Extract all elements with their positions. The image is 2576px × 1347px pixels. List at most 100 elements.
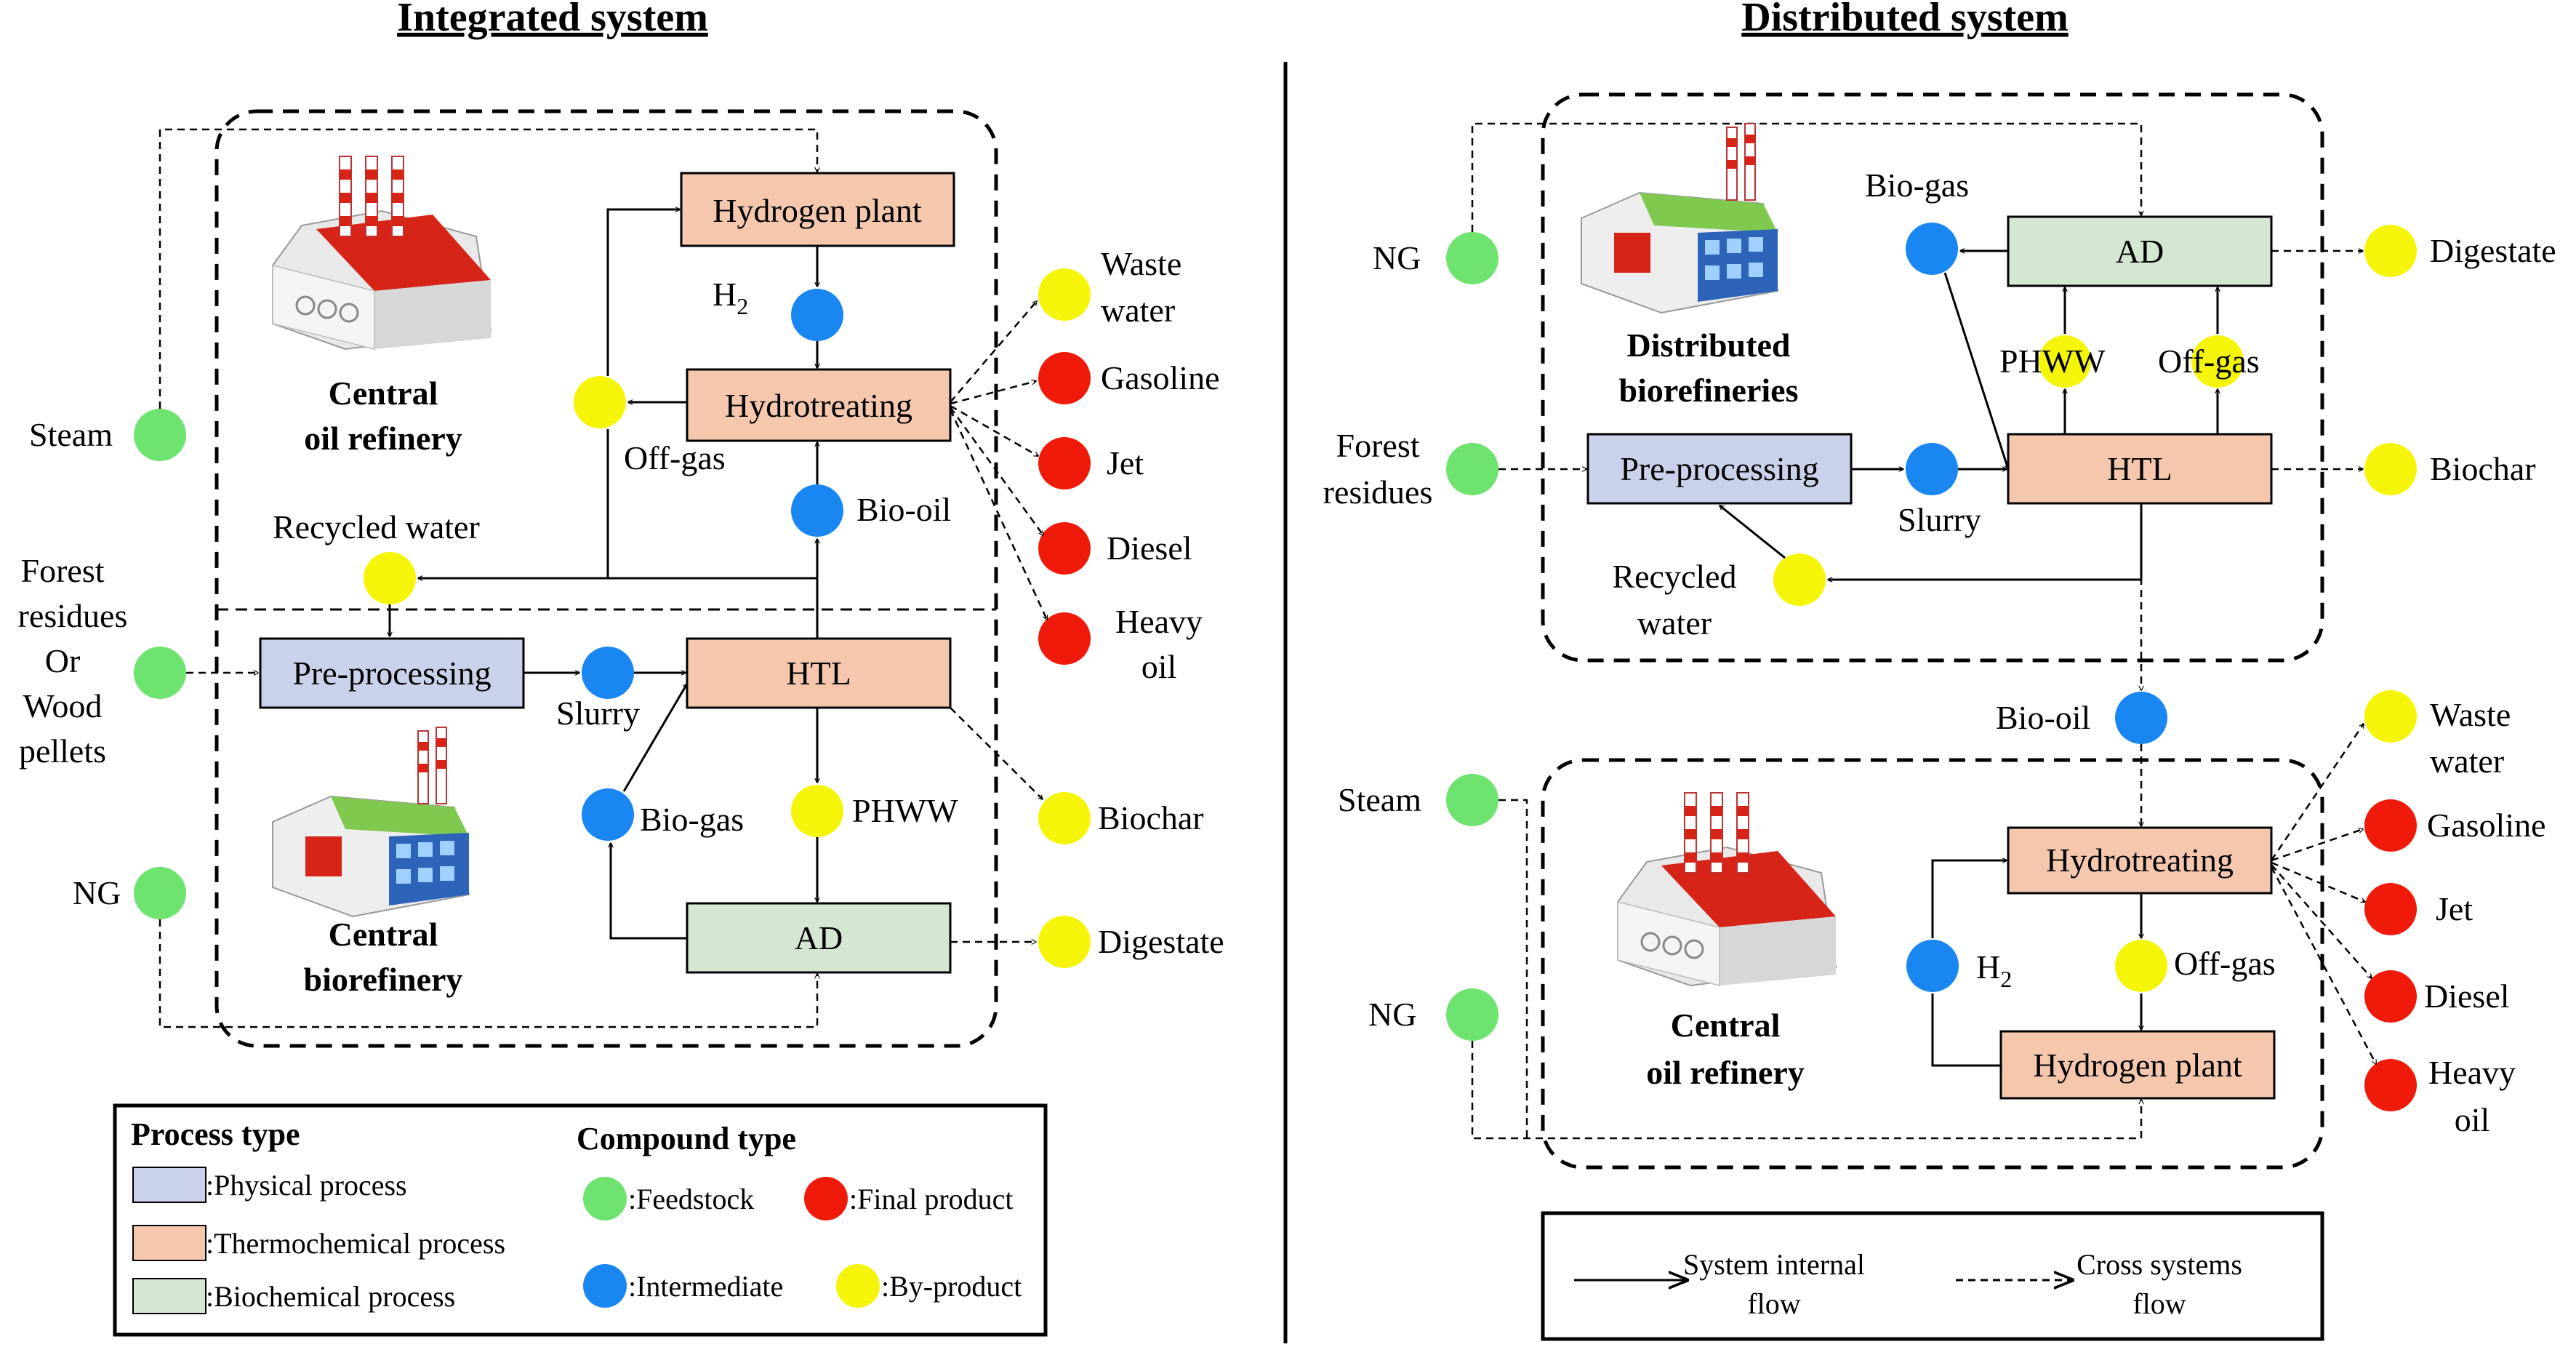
internal-flows-left — [390, 209, 817, 940]
label-bio-gas-right: Bio-gas — [1865, 167, 1969, 204]
legend-physical-swatch — [132, 1167, 206, 1203]
label-distributed-biorefineries: Distributed biorefineries — [1619, 327, 1799, 409]
box-hydrotreating-right: Hydrotreating — [2007, 826, 2273, 895]
recycled-water-circle-left — [364, 552, 416, 604]
diesel-circle-right — [2364, 970, 2417, 1023]
legend-thermochemical-swatch — [132, 1225, 206, 1261]
label-forest-residues-left: Forest residues Or Wood pellets — [18, 552, 128, 770]
forest-residues-circle-right — [1446, 443, 1498, 495]
svg-text:pellets: pellets — [19, 732, 106, 770]
svg-text:Waste: Waste — [2430, 696, 2511, 733]
phww-circle-left — [791, 785, 843, 837]
legend-final-product-swatch — [804, 1177, 848, 1220]
label-central-oil-refinery-right: Central oil refinery — [1646, 1007, 1805, 1091]
steam-circle-left — [134, 409, 186, 461]
integrated-boundary — [214, 109, 998, 1048]
box-hydrogen-plant-right: Hydrogen plant — [1999, 1030, 2276, 1100]
label-ng-left: NG — [73, 874, 121, 911]
label-central-oil-refinery-left: Central oil refinery — [304, 375, 462, 457]
label-bio-gas-left: Bio-gas — [640, 801, 744, 838]
waste-water-circle-right — [2364, 690, 2417, 743]
central-refinery-boundary — [1541, 758, 2324, 1170]
waste-water-circle-left — [1038, 268, 1091, 321]
integrated-system: Hydrogen plant Hydrotreating Pre-process… — [18, 109, 1224, 1048]
legend-biochemical-label: :Biochemical process — [206, 1280, 455, 1313]
svg-text:Or: Or — [45, 642, 81, 679]
label-gasoline-left: Gasoline — [1101, 359, 1220, 396]
title-integrated-system: Integrated system — [397, 0, 708, 40]
svg-text:Recycled: Recycled — [1612, 558, 1736, 595]
svg-text:Heavy: Heavy — [2428, 1054, 2516, 1091]
slurry-circle-left — [582, 647, 634, 699]
label-ng-top-right: NG — [1373, 239, 1421, 276]
digestate-circle-left — [1038, 916, 1091, 968]
box-label: AD — [2116, 233, 2164, 270]
label-jet-right: Jet — [2436, 890, 2473, 927]
svg-text:Central: Central — [1671, 1007, 1781, 1044]
legend: Process type :Physical process :Thermoch… — [113, 1103, 1048, 1337]
legend-internal-flow-label: System internal flow — [1683, 1248, 1865, 1320]
legend-physical-label: :Physical process — [206, 1169, 407, 1202]
svg-text:water: water — [1101, 292, 1175, 329]
box-ad-right: AD — [2007, 215, 2273, 287]
box-label: Hydrogen plant — [713, 192, 922, 229]
svg-text:Cross systems: Cross systems — [2077, 1248, 2242, 1281]
svg-text:Forest: Forest — [21, 552, 105, 589]
central-oil-refinery-icon-right — [1617, 792, 1837, 987]
label-diesel-left: Diesel — [1107, 529, 1192, 567]
label-waste-water-left: Waste water — [1101, 245, 1181, 329]
box-pre-processing-left: Pre-processing — [259, 637, 525, 709]
label-digestate-left: Digestate — [1098, 923, 1224, 960]
legend-intermediate-label: :Intermediate — [628, 1270, 783, 1303]
jet-circle-left — [1038, 437, 1091, 489]
forest-residues-circle-left — [134, 647, 186, 699]
label-off-gas-bottom-right: Off-gas — [2174, 945, 2276, 982]
svg-text:Heavy: Heavy — [1115, 603, 1203, 640]
label-recycled-water-left: Recycled water — [273, 508, 480, 545]
legend-feedstock-label: :Feedstock — [628, 1183, 754, 1215]
title-distributed-system: Distributed system — [1741, 0, 2069, 40]
svg-text:oil refinery: oil refinery — [1646, 1054, 1805, 1091]
svg-text:water: water — [2430, 743, 2504, 780]
heavy-oil-circle-left — [1038, 612, 1091, 665]
label-diesel-right: Diesel — [2424, 978, 2510, 1015]
svg-text:Distributed: Distributed — [1627, 327, 1791, 364]
legend-intermediate-swatch — [583, 1264, 627, 1308]
distributed-system: AD Pre-processing HTL Hydrotreating Hydr… — [1323, 92, 2556, 1170]
svg-text:flow: flow — [1747, 1287, 1800, 1320]
label-steam-right: Steam — [1338, 781, 1421, 818]
label-off-gas-left: Off-gas — [624, 439, 726, 476]
label-digestate-right: Digestate — [2430, 232, 2556, 269]
biochar-circle-right — [2364, 443, 2417, 495]
label-bio-oil-right: Bio-oil — [1996, 699, 2090, 736]
box-ad-left: AD — [686, 902, 952, 974]
phww-circle-right — [2039, 335, 2091, 388]
label-central-biorefinery-left: Central biorefinery — [304, 916, 463, 998]
flow-legend: System internal flow Cross systems flow — [1541, 1211, 2324, 1341]
cross-flows-right — [1471, 122, 2378, 1140]
legend-by-product-swatch — [836, 1264, 880, 1308]
svg-text:Central: Central — [329, 916, 438, 953]
jet-circle-right — [2364, 883, 2417, 935]
svg-text:flow: flow — [2132, 1287, 2186, 1320]
svg-text:Wood: Wood — [23, 687, 103, 724]
svg-text:residues: residues — [18, 597, 128, 634]
legend-compound-type-heading: Compound type — [577, 1121, 796, 1156]
legend-final-product-label: :Final product — [849, 1183, 1014, 1215]
central-oil-refinery-icon — [272, 156, 492, 351]
label-off-gas-top-right: Off-gas — [2158, 343, 2260, 380]
cross-flows-left — [159, 128, 1048, 1028]
label-h2-left: H2 — [713, 276, 748, 319]
diesel-circle-left — [1038, 522, 1091, 575]
heavy-oil-circle-right — [2364, 1059, 2417, 1111]
steam-circle-right — [1446, 774, 1498, 826]
svg-text:Waste: Waste — [1101, 245, 1181, 282]
box-label: HTL — [786, 655, 851, 692]
legend-biochemical-swatch — [132, 1278, 206, 1314]
slurry-circle-right — [1906, 443, 1958, 495]
central-biorefinery-icon — [272, 727, 470, 918]
distributed-biorefineries-icon — [1581, 123, 1779, 314]
bio-oil-circle-left — [791, 484, 843, 537]
